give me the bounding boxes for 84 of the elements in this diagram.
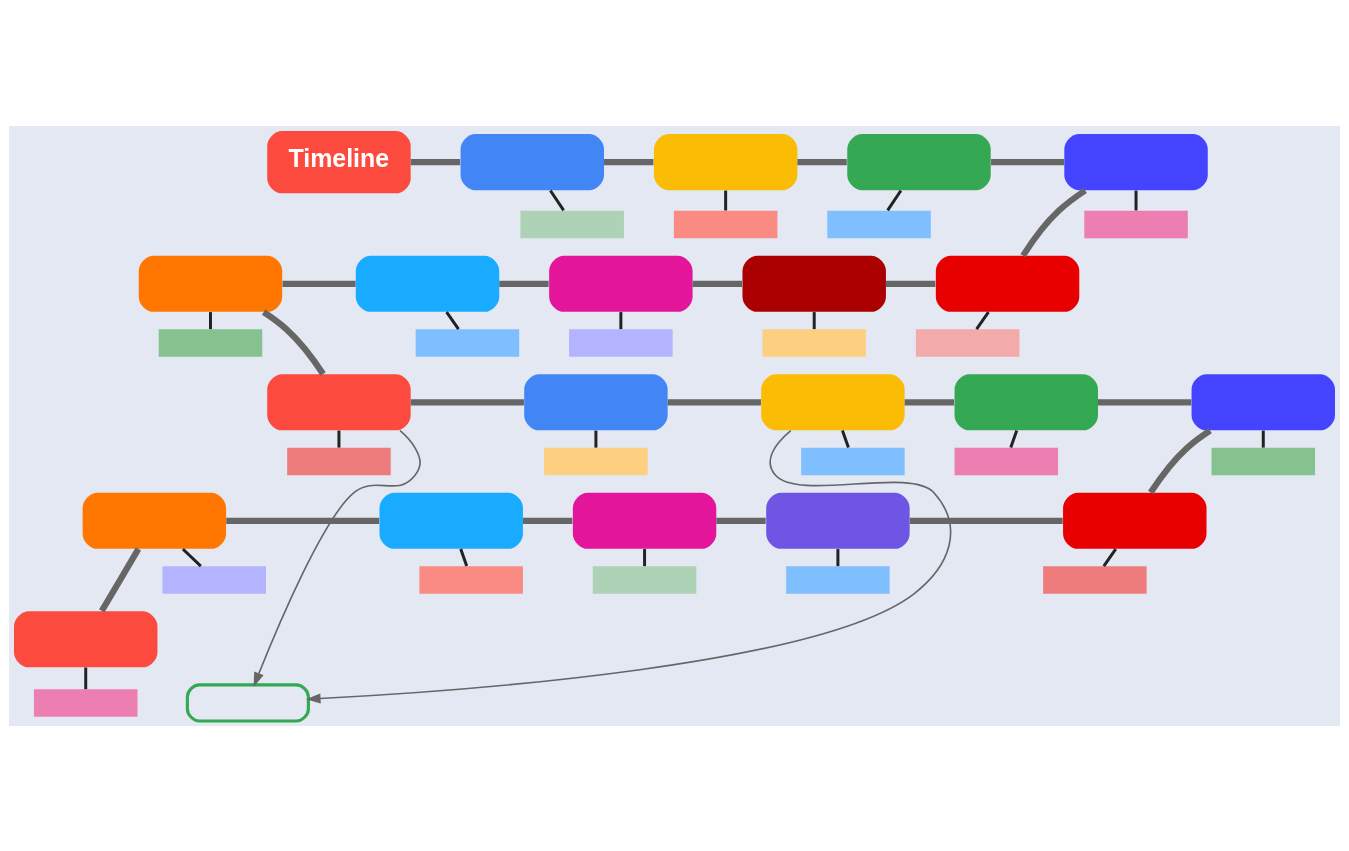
connector	[797, 158, 847, 165]
connector	[667, 398, 761, 405]
node-box	[419, 565, 523, 594]
node-box	[158, 328, 263, 357]
connector	[337, 430, 341, 448]
node-box	[827, 210, 931, 238]
node-box	[460, 133, 604, 190]
node-box	[162, 565, 266, 594]
node-box	[762, 328, 866, 357]
node-box	[520, 210, 624, 238]
connector	[499, 280, 549, 287]
node-box	[572, 492, 717, 549]
connector	[909, 517, 1063, 524]
connector	[1148, 427, 1212, 494]
node-box	[287, 447, 391, 475]
node-box	[355, 255, 500, 312]
connector	[812, 311, 816, 329]
connector	[885, 280, 936, 287]
connector	[208, 311, 212, 329]
connector	[904, 398, 955, 405]
node-box	[415, 328, 520, 357]
node-box	[915, 328, 1020, 357]
connector	[1261, 430, 1265, 448]
connector	[604, 158, 654, 165]
connector	[282, 280, 356, 287]
node-box	[544, 447, 648, 475]
node-box	[1064, 133, 1208, 190]
connector	[716, 517, 766, 524]
node-box	[761, 373, 905, 430]
node-box	[954, 373, 1098, 430]
connector	[692, 280, 742, 287]
node-box	[766, 492, 910, 549]
node-box	[33, 688, 138, 717]
arrow	[306, 429, 952, 704]
connector	[643, 548, 647, 566]
node-box	[1043, 565, 1147, 594]
node-box	[185, 682, 310, 723]
connector	[841, 429, 850, 448]
connector	[975, 310, 990, 330]
connector	[181, 547, 202, 567]
connector	[991, 158, 1065, 165]
node-box	[801, 447, 905, 475]
connector	[522, 517, 573, 524]
node-box	[786, 565, 890, 594]
arrow	[253, 429, 421, 687]
node-box	[673, 210, 778, 238]
connector	[1009, 429, 1019, 448]
connector	[619, 311, 623, 329]
node-box	[1211, 447, 1316, 475]
connector	[410, 158, 461, 165]
node-box	[1191, 373, 1335, 430]
node-box	[954, 447, 1059, 475]
connector	[226, 517, 380, 524]
connector	[459, 548, 469, 567]
node-box	[379, 492, 523, 549]
connector	[594, 430, 598, 448]
connector	[1102, 547, 1117, 567]
node-box	[1084, 210, 1188, 238]
connector	[1134, 190, 1138, 210]
node-box	[653, 133, 798, 190]
connector	[84, 667, 88, 689]
connector	[886, 189, 903, 211]
node-box	[14, 610, 158, 667]
node-box	[82, 492, 227, 549]
connector	[445, 310, 460, 330]
connector	[99, 546, 142, 612]
connector	[410, 398, 524, 405]
connector	[836, 548, 840, 566]
node-box	[524, 373, 668, 430]
connector	[724, 190, 728, 210]
node-box	[267, 373, 411, 430]
node-box: Timeline	[267, 130, 411, 193]
connector	[261, 309, 326, 376]
node-box	[935, 255, 1080, 312]
node-box	[138, 255, 283, 312]
node-box	[742, 255, 886, 312]
connector	[1098, 398, 1192, 405]
node-box	[592, 565, 697, 594]
node-box	[569, 328, 673, 357]
node-box	[847, 133, 991, 190]
connector	[1020, 187, 1087, 257]
node-box	[1063, 492, 1207, 549]
connector	[549, 189, 565, 211]
node-box	[549, 255, 693, 312]
